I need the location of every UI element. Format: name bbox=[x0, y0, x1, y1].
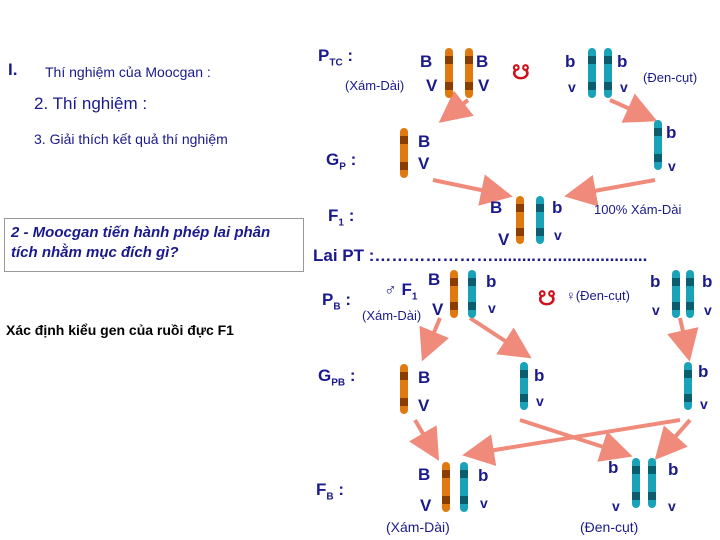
lai-pt-line: Lai PT :………………….........…...............… bbox=[313, 246, 648, 265]
fb-gene-v-2: v bbox=[612, 498, 620, 514]
fb-gene-B: B bbox=[418, 465, 431, 484]
chromosome-fb-3 bbox=[632, 458, 640, 508]
task-text: Xác định kiểu gen của ruồi đực F1 bbox=[6, 322, 234, 338]
chromosome-gp-1 bbox=[400, 128, 408, 178]
fb-gene-b-2: b bbox=[608, 458, 619, 477]
pb-phenotype-left: (Xám-Dài) bbox=[362, 308, 422, 323]
pb-female: ♀(Đen-cụt) bbox=[566, 288, 630, 303]
chromosome-gpb-2 bbox=[520, 362, 528, 410]
gp-gene-v: v bbox=[668, 158, 676, 174]
question-text: 2 - Moocgan tiến hành phép lai phân tích… bbox=[11, 224, 271, 261]
pb-gene-b: b bbox=[486, 272, 497, 291]
f1-gene-V: V bbox=[498, 230, 510, 249]
arrow-gpb-fb-3 bbox=[519, 418, 633, 462]
ptc-gene-v1: v bbox=[568, 79, 576, 95]
gp-gene-b: b bbox=[666, 123, 677, 142]
pb-male-f1: ♂ F1 bbox=[384, 280, 418, 303]
gpb-gene-b-2: b bbox=[698, 362, 709, 381]
arrow-gpb-fb-4 bbox=[654, 418, 692, 460]
pb-gene-V: V bbox=[432, 300, 444, 319]
arrow-pb-gpb-1 bbox=[419, 317, 449, 362]
fb-gene-b-3: b bbox=[668, 460, 679, 479]
gpb-gene-b: b bbox=[534, 366, 545, 385]
chromosome-fb-2 bbox=[460, 462, 468, 512]
chromosome-f1-1 bbox=[516, 196, 524, 244]
chromosome-ptc-4 bbox=[604, 48, 612, 98]
arrow-p-gp-right bbox=[609, 93, 658, 123]
chromosome-fb-4 bbox=[648, 458, 656, 508]
gpb-gene-v-2: v bbox=[700, 396, 708, 412]
chromosome-gpb-3 bbox=[684, 362, 692, 410]
fb-gene-v: v bbox=[480, 495, 488, 511]
pb-gene-v: v bbox=[488, 300, 496, 316]
f1-label: F1 : bbox=[328, 206, 355, 229]
ptc-gene-B1: B bbox=[420, 52, 433, 71]
chromosome-pb-1 bbox=[450, 270, 458, 318]
f1-result: 100% Xám-Dài bbox=[594, 202, 682, 217]
ptc-label: PTC : bbox=[318, 46, 354, 69]
pb-gene-v-2: v bbox=[652, 302, 660, 318]
gp-gene-V: V bbox=[418, 154, 430, 173]
section-roman: I. bbox=[8, 60, 18, 79]
chromosome-pb-4 bbox=[686, 270, 694, 318]
ptc-gene-B2: B bbox=[476, 52, 489, 71]
arrow-pb-gpb-2 bbox=[468, 316, 532, 359]
item-3-title: 3. Giải thích kết quả thí nghiệm bbox=[34, 131, 228, 147]
ptc-phenotype-left: (Xám-Dài) bbox=[345, 78, 405, 93]
fb-phenotype-left: (Xám-Dài) bbox=[386, 519, 450, 535]
ptc-gene-b1: b bbox=[565, 52, 576, 71]
fb-gene-v-3: v bbox=[668, 498, 676, 514]
gp-gene-B: B bbox=[418, 132, 431, 151]
arrow-pb-gpb-3 bbox=[667, 317, 699, 362]
pb-gene-v-3: v bbox=[704, 302, 712, 318]
fb-phenotype-right: (Đen-cụt) bbox=[580, 519, 639, 535]
chromosome-ptc-3 bbox=[588, 48, 596, 98]
chromosome-gpb-1 bbox=[400, 364, 408, 414]
chromosome-fb-1 bbox=[442, 462, 450, 512]
gpb-gene-v: v bbox=[536, 393, 544, 409]
ptc-gene-v2: v bbox=[620, 79, 628, 95]
arrow-gp-f1-left bbox=[432, 174, 513, 206]
fb-gene-b: b bbox=[478, 466, 489, 485]
gp-label: GP : bbox=[326, 150, 357, 173]
f1-gene-v: v bbox=[554, 227, 562, 243]
ptc-phenotype-right: (Đen-cụt) bbox=[643, 70, 698, 85]
f1-gene-B: B bbox=[490, 198, 503, 217]
gpb-gene-B: B bbox=[418, 368, 431, 387]
chromosome-pb-2 bbox=[468, 270, 476, 318]
f1-gene-b: b bbox=[552, 198, 563, 217]
pb-gene-B: B bbox=[428, 270, 441, 289]
section-heading: Thí nghiệm của Moocgan : bbox=[45, 64, 211, 80]
cross-symbol-pb: ☋ bbox=[538, 288, 556, 310]
item-2-title: 2. Thí nghiệm : bbox=[34, 94, 148, 113]
ptc-gene-b2: b bbox=[617, 52, 628, 71]
chromosome-gp-2 bbox=[654, 120, 662, 170]
ptc-gene-V2: V bbox=[478, 76, 490, 95]
chromosome-pb-3 bbox=[672, 270, 680, 318]
pb-gene-b-2: b bbox=[650, 272, 661, 291]
chromosome-ptc-1 bbox=[445, 48, 453, 98]
pb-gene-b-3: b bbox=[702, 272, 713, 291]
arrow-gpb-fb-1 bbox=[409, 418, 440, 461]
fb-label: FB : bbox=[316, 480, 345, 503]
question-box: 2 - Moocgan tiến hành phép lai phân tích… bbox=[4, 218, 304, 272]
arrow-p-gp-left bbox=[438, 90, 474, 123]
arrow-gp-f1-right bbox=[564, 174, 656, 207]
chromosome-ptc-2 bbox=[465, 48, 473, 98]
ptc-gene-V1: V bbox=[426, 76, 438, 95]
fb-gene-V: V bbox=[420, 496, 432, 515]
cross-symbol-ptc: ☋ bbox=[512, 62, 530, 84]
gpb-label: GPB : bbox=[318, 366, 356, 389]
pb-label: PB : bbox=[322, 290, 351, 313]
gpb-gene-V: V bbox=[418, 396, 430, 415]
chromosome-f1-2 bbox=[536, 196, 544, 244]
